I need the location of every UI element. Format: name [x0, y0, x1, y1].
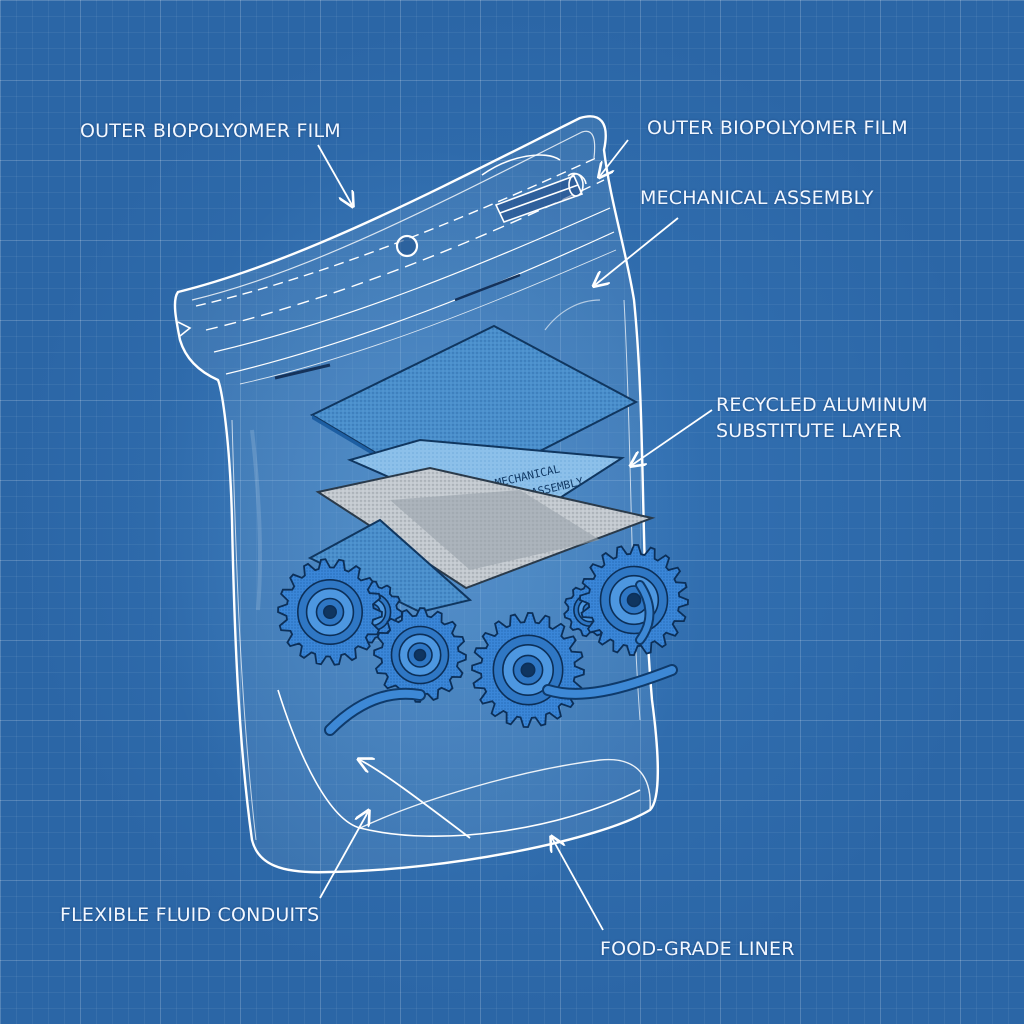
label-aluminum-line-2: SUBSTITUTE LAYER — [716, 420, 902, 442]
label-mechanical-assembly: MECHANICAL ASSEMBLY — [640, 187, 874, 209]
leader-liner-inner — [360, 760, 471, 839]
gear-left — [277, 558, 383, 666]
leader-mechanical — [595, 217, 679, 285]
gear-center-right-ring-3 — [520, 662, 536, 678]
label-aluminum-line-1: RECYCLED ALUMINUM — [716, 394, 928, 416]
label-outer-film-left: OUTER BIOPOLYOMER FILM — [80, 120, 341, 142]
label-food-grade-liner: FOOD-GRADE LINER — [600, 938, 795, 960]
gear-left-ring-3 — [322, 604, 337, 619]
gear-right-ring-3 — [626, 592, 642, 608]
label-fluid-conduits: FLEXIBLE FLUID CONDUITS — [60, 904, 320, 926]
leader-liner — [552, 838, 604, 931]
gear-center-left-ring-3 — [413, 648, 427, 662]
leader-aluminum — [632, 409, 713, 465]
leader-lines — [317, 139, 713, 931]
leader-conduits — [319, 812, 368, 899]
gear-center-left — [373, 607, 467, 703]
leader-film-right — [600, 139, 629, 176]
pouch-valve — [481, 154, 587, 223]
label-outer-film-right: OUTER BIOPOLYOMER FILM — [647, 117, 908, 139]
leader-film-left — [317, 144, 352, 205]
fluid-conduit — [324, 580, 678, 736]
